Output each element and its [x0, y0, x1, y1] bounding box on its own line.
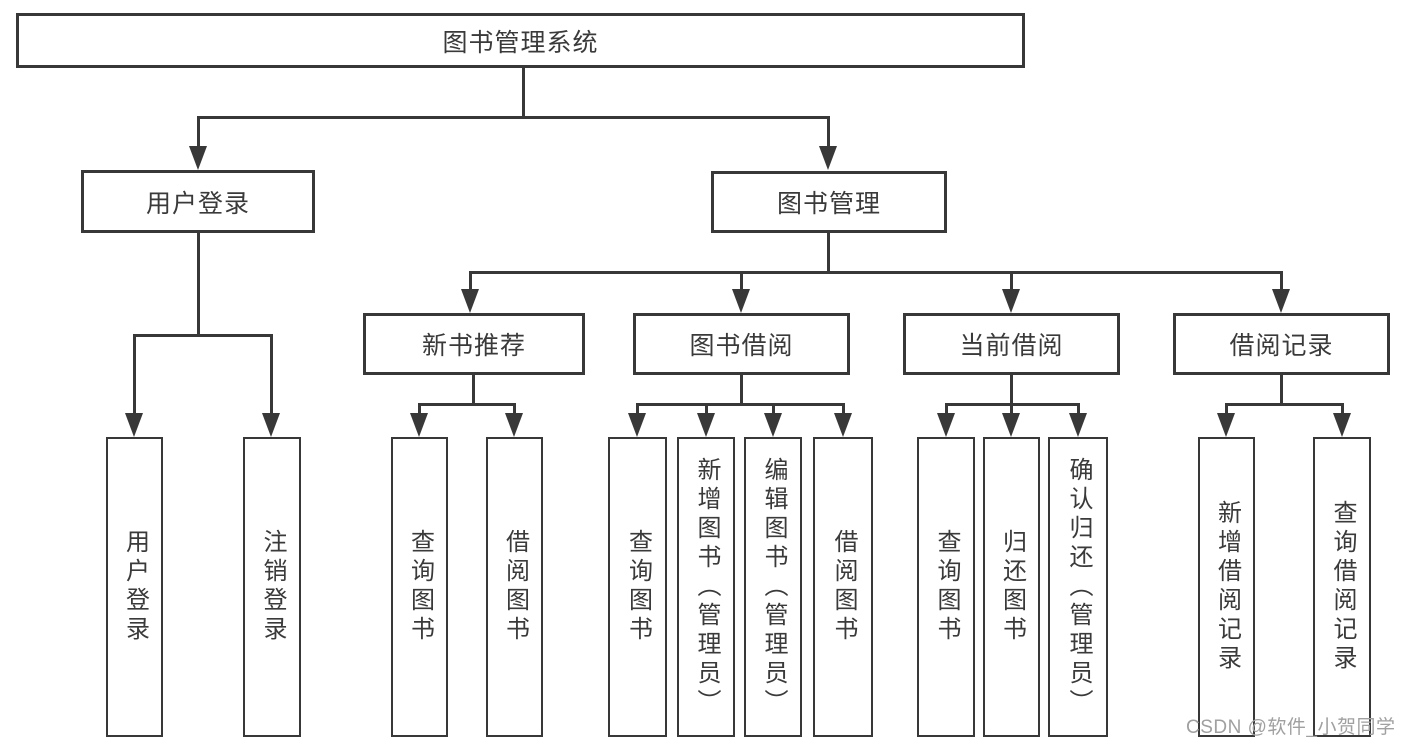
connector-line [740, 375, 743, 406]
connector-line [133, 334, 273, 337]
leaf-label: 归还图书 [998, 529, 1026, 645]
connector-line [1225, 403, 1344, 406]
connector-line [636, 403, 639, 416]
leaf-label: 查询图书 [933, 529, 960, 645]
arrow-down-icon [834, 413, 852, 437]
arrow-down-icon [732, 289, 750, 313]
leaf-records-query-record: 查询借阅记录 [1313, 437, 1371, 737]
leaf-borrowing-borrow-books: 借阅图书 [813, 437, 873, 737]
connector-line [469, 271, 472, 291]
connector-line [197, 116, 200, 149]
leaf-current-query-books: 查询图书 [917, 437, 975, 737]
arrow-down-icon [461, 289, 479, 313]
arrow-down-icon [764, 413, 782, 437]
arrow-down-icon [1002, 289, 1020, 313]
arrow-down-icon [1272, 289, 1290, 313]
node-borrowing-records: 借阅记录 [1173, 313, 1390, 375]
arrow-down-icon [697, 413, 715, 437]
arrow-down-icon [262, 413, 280, 437]
node-book-management: 图书管理 [711, 171, 947, 233]
connector-line [842, 403, 845, 416]
arrow-down-icon [125, 413, 143, 437]
leaf-logout: 注销登录 [243, 437, 301, 737]
connector-line [1010, 403, 1013, 416]
leaf-label: 确认归还（管理员） [1065, 456, 1092, 718]
leaf-label: 借阅图书 [830, 529, 857, 645]
arrow-down-icon [819, 146, 837, 170]
connector-line [945, 403, 948, 416]
connector-line [1077, 403, 1080, 416]
connector-line [740, 271, 743, 291]
leaf-user-login: 用户登录 [106, 437, 163, 737]
leaf-label: 借阅图书 [501, 529, 529, 645]
leaf-recommend-borrow-books: 借阅图书 [486, 437, 543, 737]
leaf-borrowing-query-books: 查询图书 [608, 437, 667, 737]
leaf-current-return-books: 归还图书 [983, 437, 1040, 737]
leaf-current-confirm-return-admin: 确认归还（管理员） [1048, 437, 1108, 737]
node-book-borrowing: 图书借阅 [633, 313, 850, 375]
connector-line [1010, 375, 1013, 406]
node-new-book-recommendation: 新书推荐 [363, 313, 585, 375]
node-current-borrowing: 当前借阅 [903, 313, 1120, 375]
arrow-down-icon [410, 413, 428, 437]
connector-line [1341, 403, 1344, 416]
arrow-down-icon [937, 413, 955, 437]
leaf-recommend-query-books: 查询图书 [391, 437, 448, 737]
leaf-label: 查询借阅记录 [1329, 500, 1356, 674]
connector-line [469, 271, 1283, 274]
leaf-records-add-record: 新增借阅记录 [1198, 437, 1255, 737]
connector-line [772, 403, 775, 416]
connector-line [1010, 271, 1013, 291]
connector-line [1280, 375, 1283, 406]
arrow-down-icon [1217, 413, 1235, 437]
leaf-label: 注销登录 [259, 529, 286, 645]
leaf-label: 查询图书 [624, 529, 652, 645]
connector-line [197, 116, 830, 119]
connector-line [418, 403, 516, 406]
arrow-down-icon [1069, 413, 1087, 437]
connector-line [197, 232, 200, 337]
connector-line [522, 67, 525, 118]
connector-line [705, 403, 708, 416]
connector-line [513, 403, 516, 416]
arrow-down-icon [1002, 413, 1020, 437]
connector-line [1225, 403, 1228, 416]
node-library-management-system: 图书管理系统 [16, 13, 1025, 68]
connector-line [1280, 271, 1283, 291]
arrow-down-icon [189, 146, 207, 170]
node-user-login: 用户登录 [81, 170, 315, 233]
leaf-label: 查询图书 [406, 529, 434, 645]
connector-line [133, 334, 136, 415]
leaf-label: 用户登录 [121, 529, 149, 645]
csdn-watermark: CSDN @软件_小贺同学 [1186, 717, 1396, 738]
arrow-down-icon [1333, 413, 1351, 437]
arrow-down-icon [628, 413, 646, 437]
leaf-label: 编辑图书（管理员） [760, 456, 787, 718]
leaf-label: 新增借阅记录 [1213, 500, 1241, 674]
connector-line [636, 403, 845, 406]
connector-line [472, 375, 475, 406]
connector-line [418, 403, 421, 416]
connector-line [827, 116, 830, 149]
arrow-down-icon [505, 413, 523, 437]
connector-line [827, 233, 830, 274]
connector-line [270, 334, 273, 415]
leaf-borrowing-edit-books-admin: 编辑图书（管理员） [744, 437, 802, 737]
leaf-borrowing-add-books-admin: 新增图书（管理员） [677, 437, 735, 737]
leaf-label: 新增图书（管理员） [693, 456, 720, 718]
